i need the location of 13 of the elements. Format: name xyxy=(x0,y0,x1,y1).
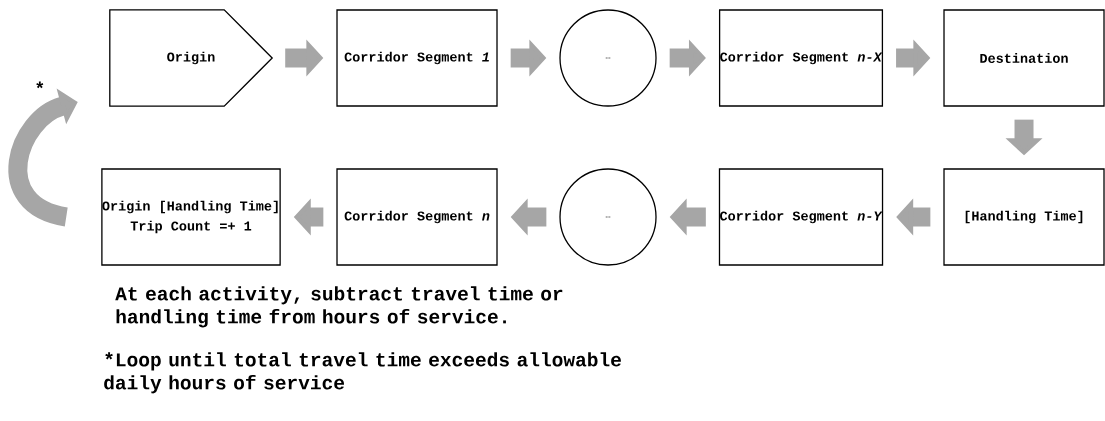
process-box: [Handling Time] xyxy=(943,168,1105,266)
process-box: Corridor Segment n-X xyxy=(718,9,884,107)
process-box: Corridor Segment n-Y xyxy=(718,168,884,266)
circle-node: … xyxy=(559,9,657,107)
note-text: *Loop until total travel time exceeds allowable daily hours of service xyxy=(104,352,621,394)
process-box: Origin [Handling Time] Trip Count =+ 1 xyxy=(101,168,281,266)
pentagon-box: Origin xyxy=(109,9,274,107)
process-box: Destination xyxy=(943,9,1105,107)
note-text: At each activity, subtract travel time or handling time from hours of service. xyxy=(115,286,563,328)
process-box: Corridor Segment n xyxy=(336,168,498,266)
process-box: Corridor Segment 1 xyxy=(336,9,498,107)
circle-node: … xyxy=(559,168,657,266)
edge-label: * xyxy=(33,80,47,96)
